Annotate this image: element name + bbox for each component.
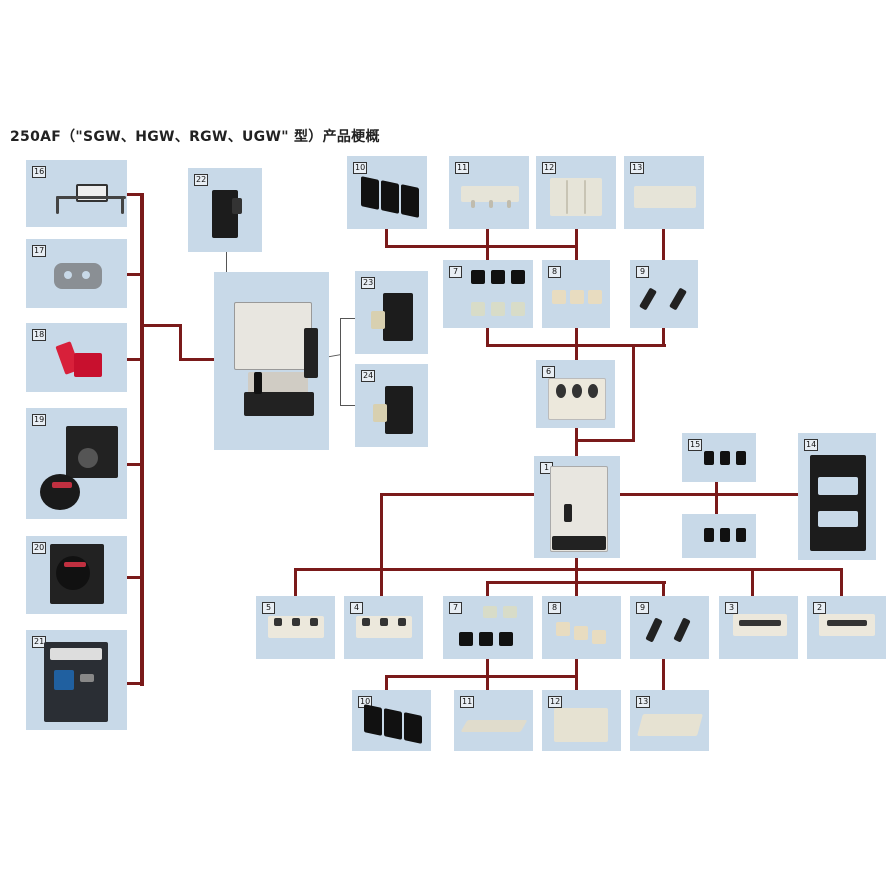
component-1[interactable]: 1	[534, 456, 620, 558]
component-number: 15	[688, 439, 703, 451]
component-7-bottom[interactable]: 7	[443, 596, 533, 659]
component-number: 11	[455, 162, 470, 174]
component-number: 12	[548, 696, 563, 708]
component-3[interactable]: 3	[719, 596, 798, 659]
component-number: 19	[32, 414, 47, 426]
component-20[interactable]: 20	[26, 536, 127, 614]
component-number: 9	[636, 602, 649, 614]
component-7-top[interactable]: 7	[443, 260, 533, 328]
component-number: 12	[542, 162, 557, 174]
component-11-top[interactable]: 11	[449, 156, 529, 229]
component-10-top[interactable]: 10	[347, 156, 427, 229]
component-8-bottom[interactable]: 8	[542, 596, 621, 659]
component-9-bottom[interactable]: 9	[630, 596, 709, 659]
component-number: 5	[262, 602, 275, 614]
component-number: 13	[636, 696, 651, 708]
component-11-bottom[interactable]: 11	[454, 690, 533, 751]
component-number: 6	[542, 366, 555, 378]
component-15-bottom[interactable]	[682, 514, 756, 558]
component-10-bottom[interactable]: 10	[352, 690, 431, 751]
component-22[interactable]: 22	[188, 168, 262, 252]
component-number: 1	[540, 462, 553, 474]
component-12-bottom[interactable]: 12	[542, 690, 621, 751]
component-9-top[interactable]: 9	[630, 260, 698, 328]
component-24[interactable]: 24	[355, 364, 428, 447]
component-number: 7	[449, 602, 462, 614]
component-number: 4	[350, 602, 363, 614]
breaker-with-accessories[interactable]	[214, 272, 329, 450]
component-18[interactable]: 18	[26, 323, 127, 392]
component-2[interactable]: 2	[807, 596, 886, 659]
component-17[interactable]: 17	[26, 239, 127, 308]
component-number: 2	[813, 602, 826, 614]
component-number: 10	[353, 162, 368, 174]
component-number: 3	[725, 602, 738, 614]
component-19[interactable]: 19	[26, 408, 127, 519]
component-14[interactable]: 14	[798, 433, 876, 560]
component-number: 13	[630, 162, 645, 174]
component-12-top[interactable]: 12	[536, 156, 616, 229]
component-13-top[interactable]: 13	[624, 156, 704, 229]
component-8-top[interactable]: 8	[542, 260, 610, 328]
component-number: 11	[460, 696, 475, 708]
component-5[interactable]: 5	[256, 596, 335, 659]
component-4[interactable]: 4	[344, 596, 423, 659]
component-number: 7	[449, 266, 462, 278]
component-number: 18	[32, 329, 47, 341]
component-23[interactable]: 23	[355, 271, 428, 354]
component-15-top[interactable]: 15	[682, 433, 756, 482]
component-number: 20	[32, 542, 47, 554]
component-6[interactable]: 6	[536, 360, 615, 428]
component-number: 23	[361, 277, 376, 289]
component-number: 9	[636, 266, 649, 278]
component-21[interactable]: 21	[26, 630, 127, 730]
component-number: 16	[32, 166, 47, 178]
component-number: 8	[548, 602, 561, 614]
component-number: 24	[361, 370, 376, 382]
component-number: 17	[32, 245, 47, 257]
component-number: 14	[804, 439, 819, 451]
component-number: 22	[194, 174, 209, 186]
diagram-title: 250AF（"SGW、HGW、RGW、UGW" 型）产品梗概	[10, 129, 380, 145]
component-number: 8	[548, 266, 561, 278]
component-16[interactable]: 16	[26, 160, 127, 227]
component-13-bottom[interactable]: 13	[630, 690, 709, 751]
